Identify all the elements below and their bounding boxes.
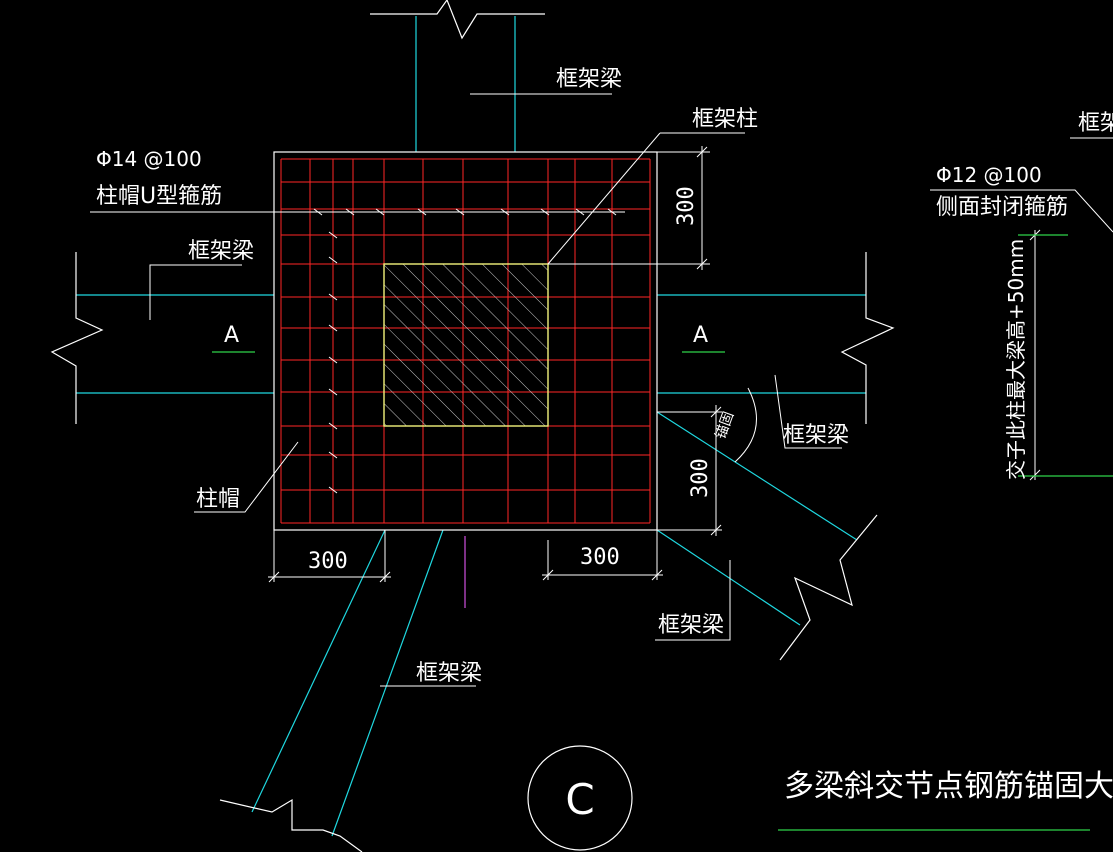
stirrup-ticks: [313, 208, 617, 494]
leader-beam-bottom-right: [655, 560, 731, 641]
label-beam-right-edge: 框架梁: [1078, 111, 1113, 136]
leader-cap: [194, 441, 299, 513]
label-column-cap: 柱帽: [196, 487, 240, 512]
label-detail-symbol: C: [565, 775, 594, 824]
label-rebar-spec-1: Φ14 @100: [96, 147, 202, 171]
column-cap-outline: [273, 151, 658, 531]
label-title: 多梁斜交节点钢筋锚固大样: [784, 769, 1113, 804]
stirrup-tick-left-3: [328, 324, 338, 332]
stirrup-tick-left-4: [328, 356, 338, 364]
text-labels: 框架梁 框架柱 Φ14 @100 柱帽U型箍筋 框架梁 A A 框架梁 Φ12 …: [96, 67, 1113, 824]
detail-symbol-circle: [527, 745, 633, 851]
stirrup-tick-left-8: [328, 486, 338, 494]
label-beam-bottom-right: 框架梁: [658, 613, 724, 638]
leader-lines: [90, 93, 1113, 687]
green-lines: [212, 234, 1113, 831]
break-right: [840, 252, 895, 424]
label-vertical-note: 交子此柱最大梁高+50mm: [1004, 239, 1028, 480]
dim-bottom-right-tick1: [542, 569, 554, 581]
cap-outer-rect: [273, 151, 658, 531]
break-top: [370, 0, 545, 40]
leader-beam-diag-right: [774, 374, 842, 449]
dim-bottom-right-tick2: [651, 569, 663, 581]
stirrup-tick-left-2: [328, 293, 338, 301]
beam-lines: [76, 16, 866, 837]
label-rebar-spec-2: Φ12 @100: [936, 163, 1042, 187]
leader-anchor-arc: [734, 387, 757, 463]
label-dim-right-top: 300: [674, 186, 699, 226]
leader-beam-left: [149, 264, 242, 320]
dim-right-bottom-tick2: [710, 524, 722, 536]
label-beam-bottom: 框架梁: [416, 661, 482, 686]
break-diag-right: [779, 514, 878, 661]
break-symbols: [50, 0, 895, 852]
label-rebar-desc-1: 柱帽U型箍筋: [96, 184, 222, 209]
column-section: [383, 263, 549, 427]
break-bottom: [219, 798, 363, 852]
leader-rebar2: [930, 189, 1113, 233]
beam-diag-right-upper: [656, 411, 858, 541]
dim-bottom-left-tick2: [379, 571, 391, 583]
column-outline: [383, 263, 549, 427]
label-column: 框架柱: [692, 107, 758, 132]
break-left: [50, 252, 104, 424]
label-section-right: A: [693, 323, 708, 348]
leader-column-diagonal: [547, 132, 661, 265]
dim-right-top-tick2: [696, 258, 708, 270]
label-beam-top: 框架梁: [556, 67, 622, 92]
beam-diag-right-lower: [656, 529, 801, 626]
dim-bottom-left-tick1: [268, 571, 280, 583]
label-dim-bottom-right: 300: [580, 545, 620, 570]
stirrup-tick-left-5: [328, 388, 338, 396]
label-dim-right-bottom: 300: [688, 458, 713, 498]
dim-vertical-tick2: [1029, 469, 1041, 481]
label-section-left: A: [224, 323, 239, 348]
dim-right-top-tick1: [696, 146, 708, 158]
label-dim-bottom-left: 300: [308, 549, 348, 574]
stirrup-tick-left-6: [328, 422, 338, 430]
stirrup-tick-left-1: [328, 256, 338, 264]
stirrup-tick-left-7: [328, 451, 338, 459]
label-beam-right-diag: 框架梁: [783, 423, 849, 448]
beam-diag-bottom-right: [331, 529, 444, 837]
label-rebar-desc-2: 侧面封闭箍筋: [936, 195, 1068, 220]
label-beam-left: 框架梁: [188, 239, 254, 264]
column-hatch-fill: [384, 264, 548, 426]
stirrup-tick-left-0: [328, 231, 338, 239]
dim-right-bottom-tick1: [710, 406, 722, 418]
dimension-lines: [268, 146, 1041, 583]
